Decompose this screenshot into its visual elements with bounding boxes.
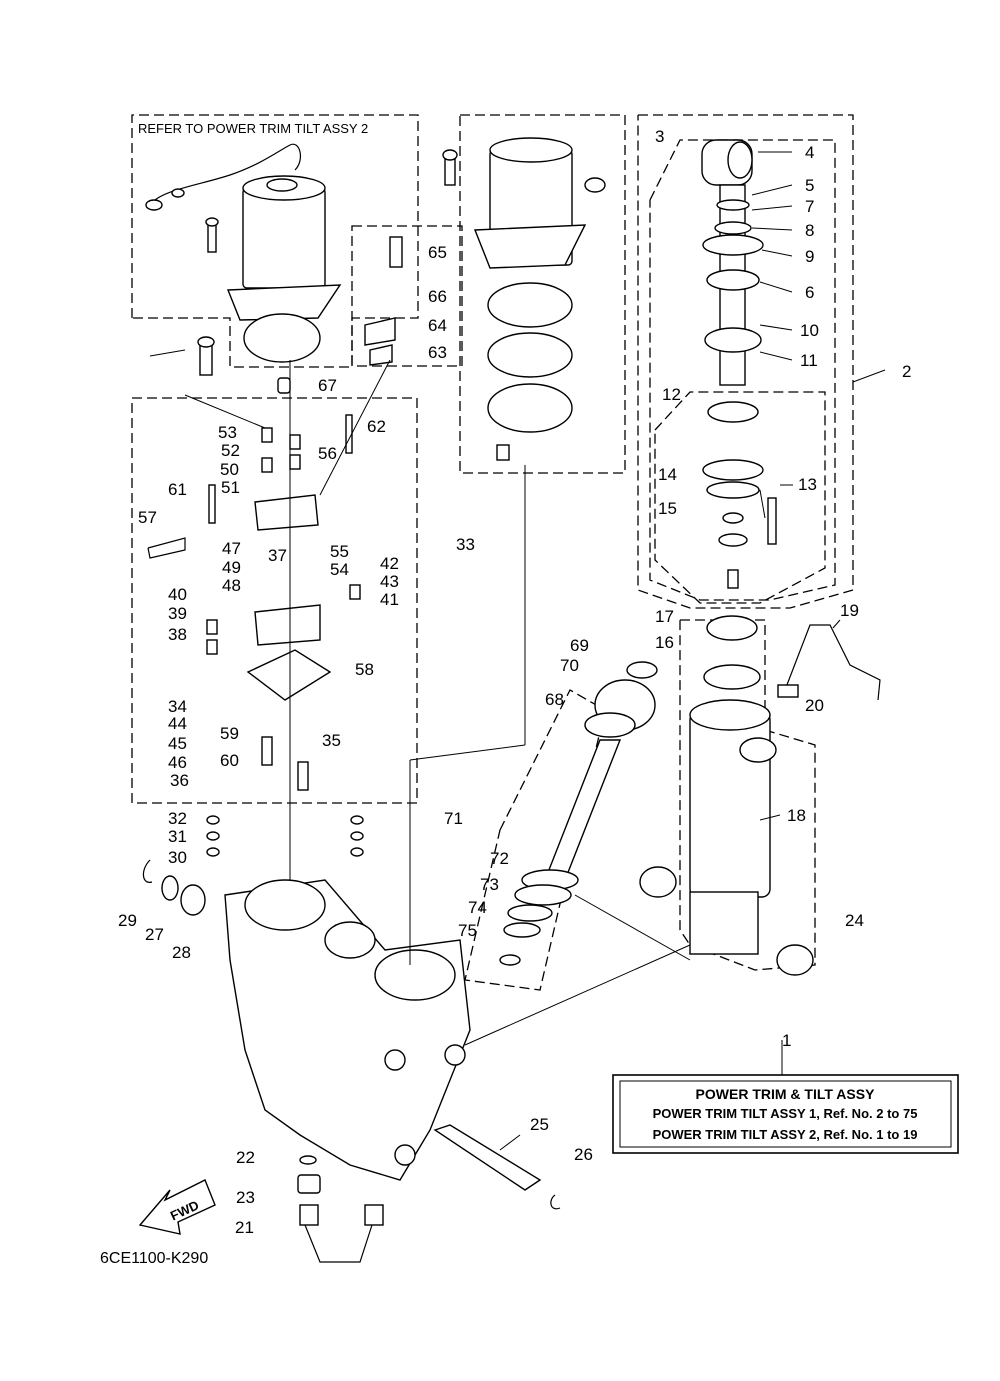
callout-72: 72 <box>490 849 509 868</box>
callout-23: 23 <box>236 1188 255 1207</box>
callout-63: 63 <box>428 343 447 362</box>
callout-53: 53 <box>218 423 237 442</box>
callout-30: 30 <box>168 848 187 867</box>
cylinder-parts <box>499 661 658 966</box>
refer-box-title: REFER TO POWER TRIM TILT ASSY 2 <box>138 121 368 136</box>
legend-title: POWER TRIM & TILT ASSY <box>696 1086 876 1102</box>
callout-71: 71 <box>444 809 463 828</box>
callout-68: 68 <box>545 690 564 709</box>
callout-13: 13 <box>798 475 817 494</box>
callout-37: 37 <box>268 546 287 565</box>
callout-7: 7 <box>805 197 814 216</box>
callout-74: 74 <box>468 898 487 917</box>
callout-24: 24 <box>845 911 864 930</box>
callout-48: 48 <box>222 576 241 595</box>
callout-44: 44 <box>168 714 187 733</box>
group-boxes <box>131 114 854 991</box>
drawing-code: 6CE1100-K290 <box>100 1250 208 1267</box>
valve-body-stack <box>147 236 403 857</box>
callout-65: 65 <box>428 243 447 262</box>
legend-line-1: POWER TRIM TILT ASSY 1, Ref. No. 2 to 75 <box>653 1106 918 1121</box>
leader-lines <box>149 151 886 1151</box>
callout-46: 46 <box>168 753 187 772</box>
callout-39: 39 <box>168 604 187 623</box>
callout-8: 8 <box>805 221 814 240</box>
callout-61: 61 <box>168 480 187 499</box>
callout-45: 45 <box>168 734 187 753</box>
callout-34: 34 <box>168 697 187 716</box>
callout-4: 4 <box>805 143 814 162</box>
callout-52: 52 <box>221 441 240 460</box>
callout-60: 60 <box>220 751 239 770</box>
callout-59: 59 <box>220 724 239 743</box>
callout-50: 50 <box>220 460 239 479</box>
callout-26: 26 <box>574 1145 593 1164</box>
callout-75: 75 <box>458 921 477 940</box>
callout-29: 29 <box>118 911 137 930</box>
callout-19: 19 <box>840 601 859 620</box>
callout-54: 54 <box>330 560 349 579</box>
callout-32: 32 <box>168 809 187 828</box>
callout-56: 56 <box>318 444 337 463</box>
trim-motor-left <box>145 143 342 363</box>
callout-41: 41 <box>380 590 399 609</box>
callout-22: 22 <box>236 1148 255 1167</box>
tilt-ram <box>639 139 881 976</box>
callout-69: 69 <box>570 636 589 655</box>
callout-1: 1 <box>782 1031 791 1050</box>
callout-73: 73 <box>480 875 499 894</box>
callout-47: 47 <box>222 539 241 558</box>
callout-15: 15 <box>658 499 677 518</box>
callout-67: 67 <box>318 376 337 395</box>
callout-43: 43 <box>380 572 399 591</box>
callout-2: 2 <box>902 362 911 381</box>
callout-57: 57 <box>138 508 157 527</box>
callout-58: 58 <box>355 660 374 679</box>
callout-27: 27 <box>145 925 164 944</box>
fwd-arrow-icon: FWD <box>138 1179 216 1235</box>
callout-66: 66 <box>428 287 447 306</box>
callout-55: 55 <box>330 542 349 561</box>
callout-11: 11 <box>800 351 818 370</box>
trim-motor-center <box>442 137 606 461</box>
callout-16: 16 <box>655 633 674 652</box>
callout-6: 6 <box>805 283 814 302</box>
callout-51: 51 <box>221 478 240 497</box>
callout-31: 31 <box>168 827 187 846</box>
callout-10: 10 <box>800 321 819 340</box>
callout-17: 17 <box>655 607 674 626</box>
callout-38: 38 <box>168 625 187 644</box>
callout-5: 5 <box>805 176 814 195</box>
callout-35: 35 <box>322 731 341 750</box>
manifold-housing <box>142 859 561 1263</box>
callout-labels: 1234567891011121314151617181920212223242… <box>118 127 911 1237</box>
callout-3: 3 <box>655 127 664 146</box>
callout-20: 20 <box>805 696 824 715</box>
legend-box: POWER TRIM & TILT ASSY POWER TRIM TILT A… <box>612 1074 959 1154</box>
callout-21: 21 <box>235 1218 254 1237</box>
callout-40: 40 <box>168 585 187 604</box>
legend-line-2: POWER TRIM TILT ASSY 2, Ref. No. 1 to 19 <box>653 1127 918 1142</box>
callout-25: 25 <box>530 1115 549 1134</box>
callout-12: 12 <box>662 385 681 404</box>
callout-70: 70 <box>560 656 579 675</box>
callout-9: 9 <box>805 247 814 266</box>
callout-33: 33 <box>456 535 475 554</box>
callout-62: 62 <box>367 417 386 436</box>
callout-28: 28 <box>172 943 191 962</box>
callout-49: 49 <box>222 558 241 577</box>
callout-36: 36 <box>170 771 189 790</box>
callout-64: 64 <box>428 316 447 335</box>
callout-42: 42 <box>380 554 399 573</box>
callout-14: 14 <box>658 465 677 484</box>
callout-18: 18 <box>787 806 806 825</box>
